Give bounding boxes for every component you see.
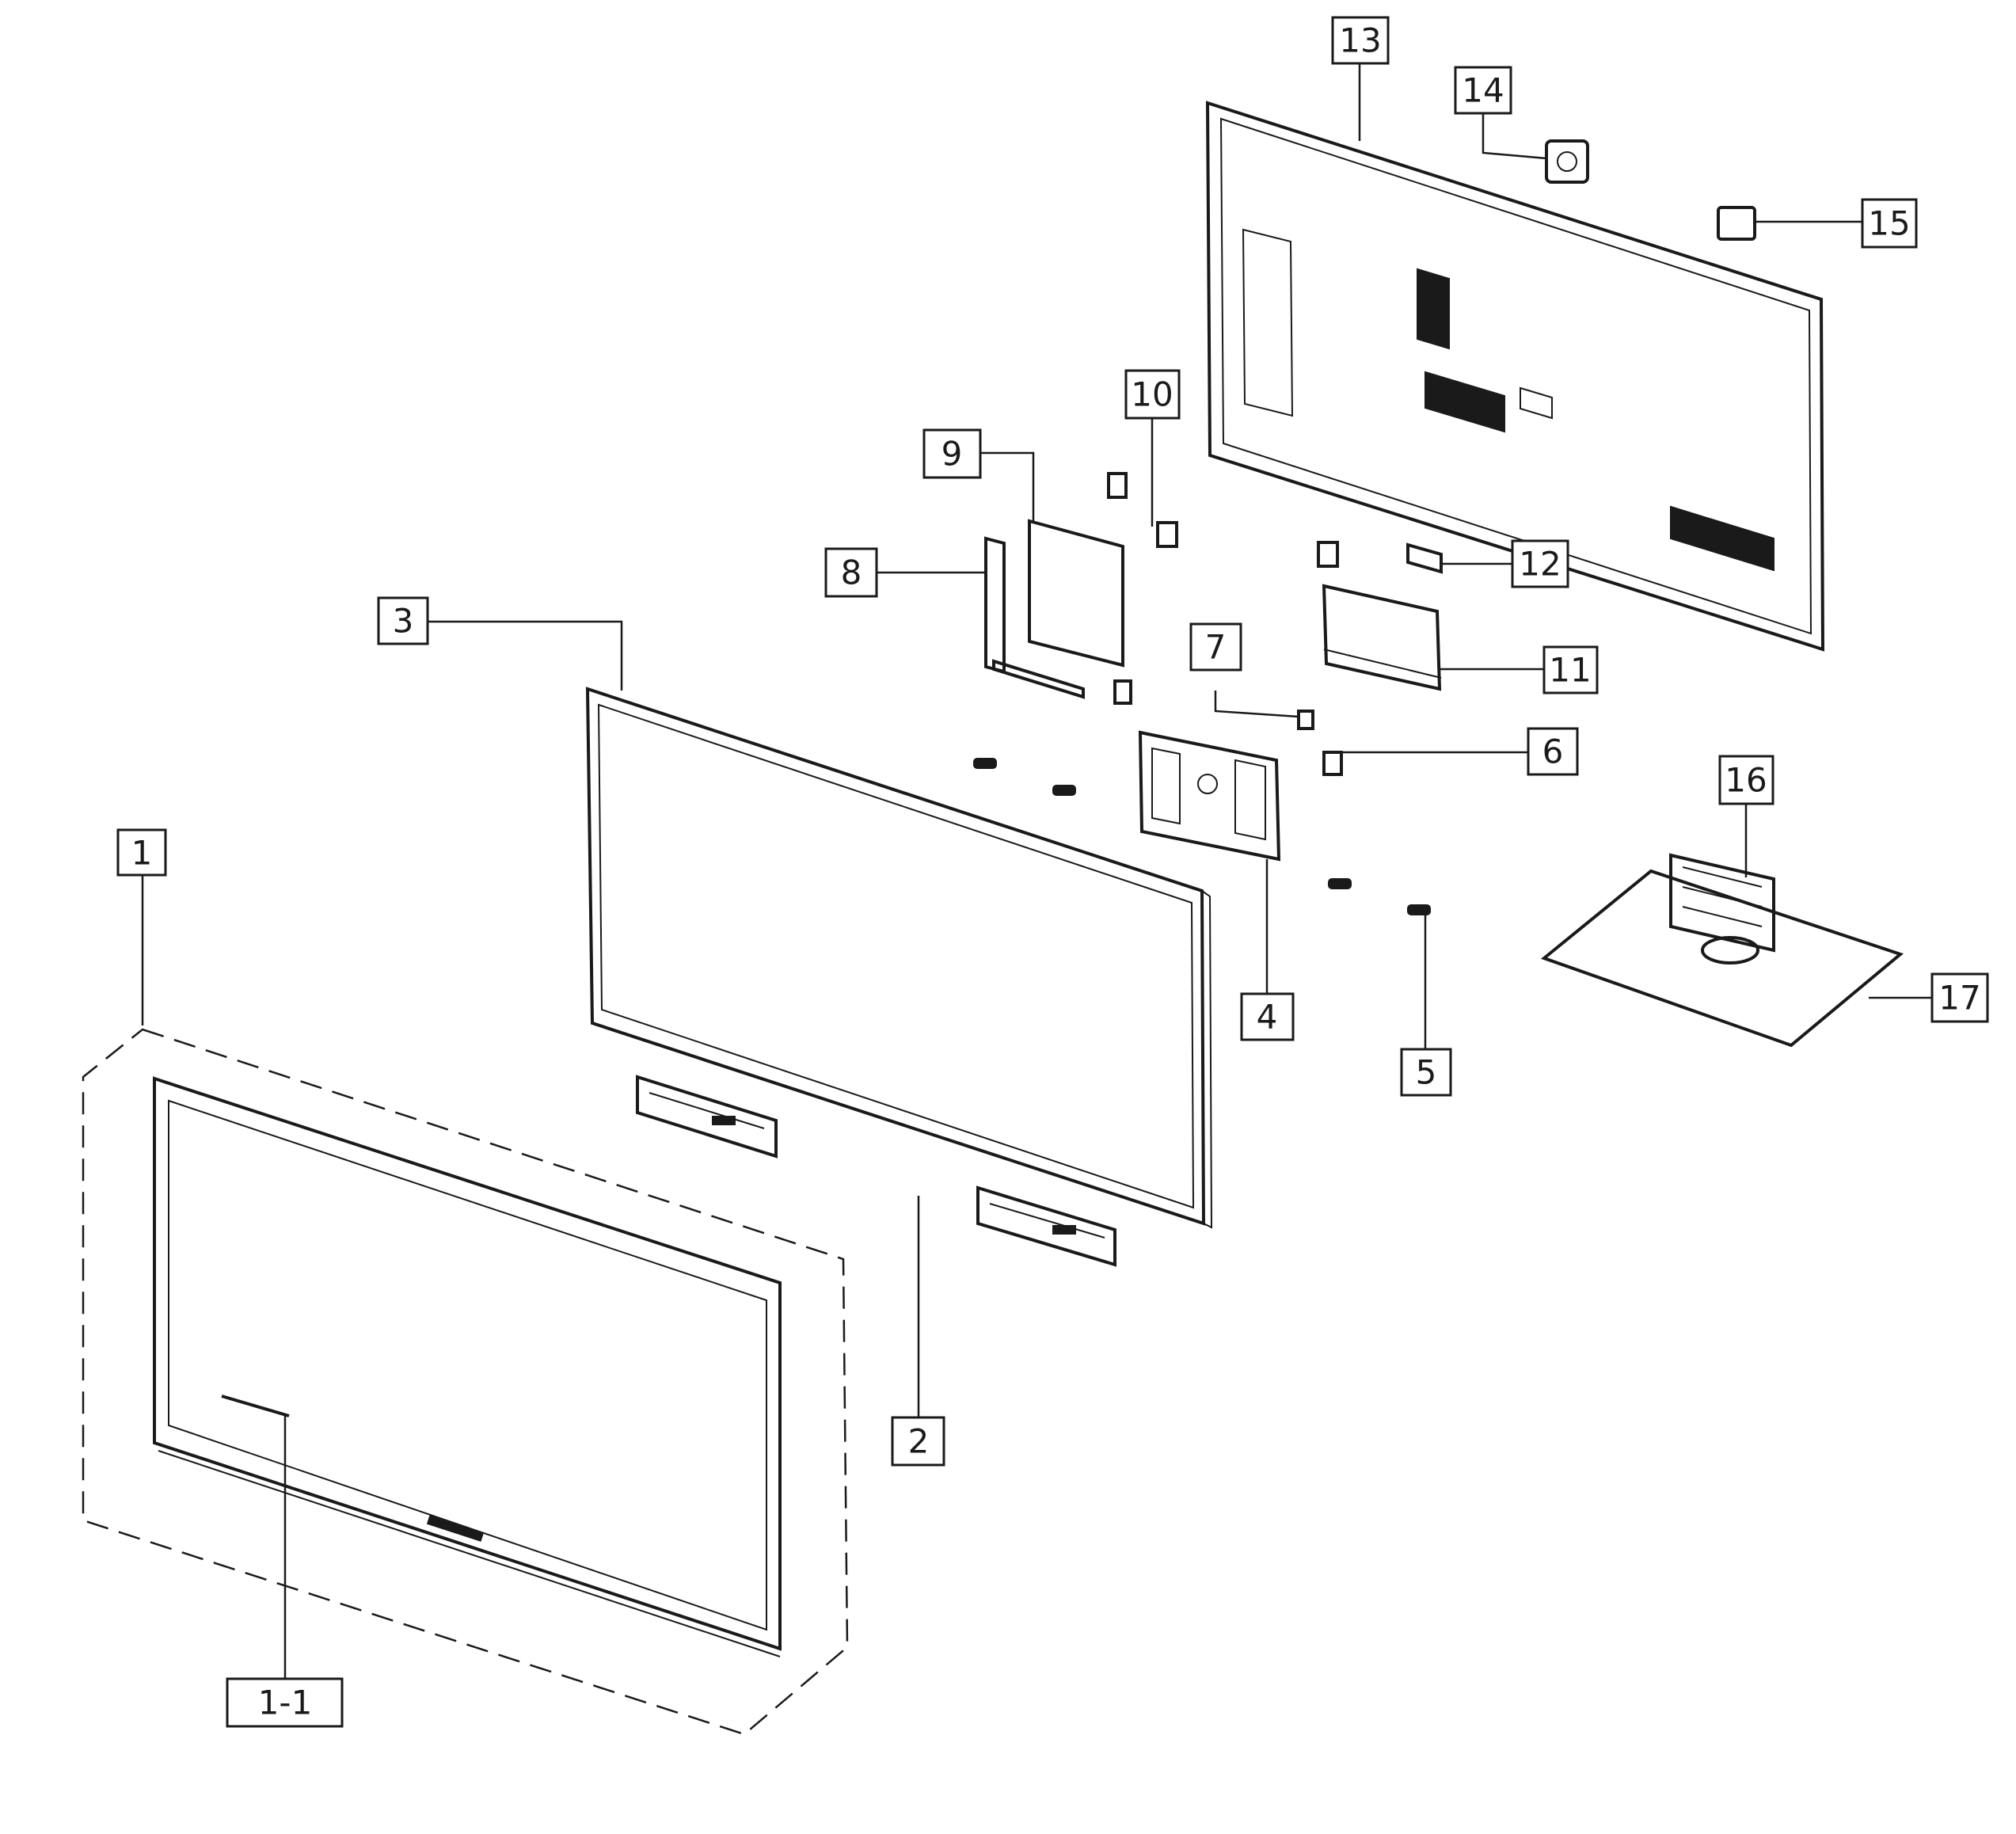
- callout-1: 1: [116, 828, 167, 877]
- part-16-stand-neck: [1669, 853, 1775, 965]
- part-4-main-bracket: [1138, 730, 1281, 862]
- callout-7: 7: [1189, 622, 1242, 672]
- part-8-side-board: [984, 536, 1085, 699]
- part-10-holder: [1107, 472, 1178, 705]
- part-6-holder: [1322, 751, 1343, 776]
- callout-13-label: 13: [1339, 21, 1381, 60]
- part-11-stand-bracket: [1322, 584, 1442, 691]
- part-3-lcd-panel: [585, 687, 1213, 1229]
- callout-10-label: 10: [1131, 375, 1173, 414]
- callout-3-label: 3: [393, 602, 414, 641]
- part-7-holder: [1297, 710, 1314, 730]
- part-13-rear-cover: [1205, 101, 1825, 652]
- callout-9-label: 9: [941, 435, 963, 474]
- callout-2: 2: [891, 1416, 945, 1467]
- leader-lines: [141, 63, 1932, 1679]
- callout-10: 10: [1124, 369, 1181, 420]
- callout-12-label: 12: [1519, 545, 1561, 584]
- callout-14: 14: [1454, 66, 1512, 115]
- callout-7-label: 7: [1205, 628, 1227, 667]
- callout-12: 12: [1511, 539, 1569, 588]
- callout-11: 11: [1542, 645, 1599, 694]
- callout-8: 8: [824, 547, 878, 598]
- callout-17: 17: [1930, 972, 1989, 1023]
- callout-13: 13: [1331, 16, 1390, 65]
- callout-8-label: 8: [841, 554, 862, 592]
- callout-2-label: 2: [908, 1422, 930, 1461]
- callout-11-label: 11: [1549, 651, 1591, 690]
- callout-1-1-label: 1-1: [258, 1684, 313, 1722]
- callout-6: 6: [1527, 727, 1579, 776]
- callout-1-label: 1: [131, 834, 153, 873]
- callout-16-label: 16: [1725, 761, 1767, 800]
- callout-1-1: 1-1: [226, 1677, 344, 1728]
- callout-5: 5: [1400, 1048, 1452, 1097]
- callout-15: 15: [1861, 198, 1918, 249]
- callout-3: 3: [377, 596, 429, 645]
- part-2-panel-brackets: [636, 1075, 1116, 1267]
- callout-6-label: 6: [1542, 732, 1564, 771]
- callout-4: 4: [1240, 992, 1295, 1041]
- callout-4-label: 4: [1257, 998, 1278, 1037]
- part-9-main-board: [1028, 519, 1124, 668]
- part-15-jack-cover: [1717, 206, 1756, 241]
- part-12-holder: [1317, 541, 1443, 574]
- part-17-stand-base: [1540, 869, 1904, 1048]
- callout-9: 9: [922, 428, 982, 479]
- callout-15-label: 15: [1868, 204, 1910, 243]
- callout-16: 16: [1718, 755, 1774, 805]
- part-14-jack-cover: [1545, 139, 1589, 184]
- callout-5-label: 5: [1416, 1053, 1437, 1092]
- part-1-front-bezel: [82, 1028, 849, 1736]
- callout-17-label: 17: [1938, 979, 1980, 1018]
- callouts: 1 1-1 2 3 4 5 6 7: [116, 16, 1989, 1728]
- callout-14-label: 14: [1462, 71, 1504, 110]
